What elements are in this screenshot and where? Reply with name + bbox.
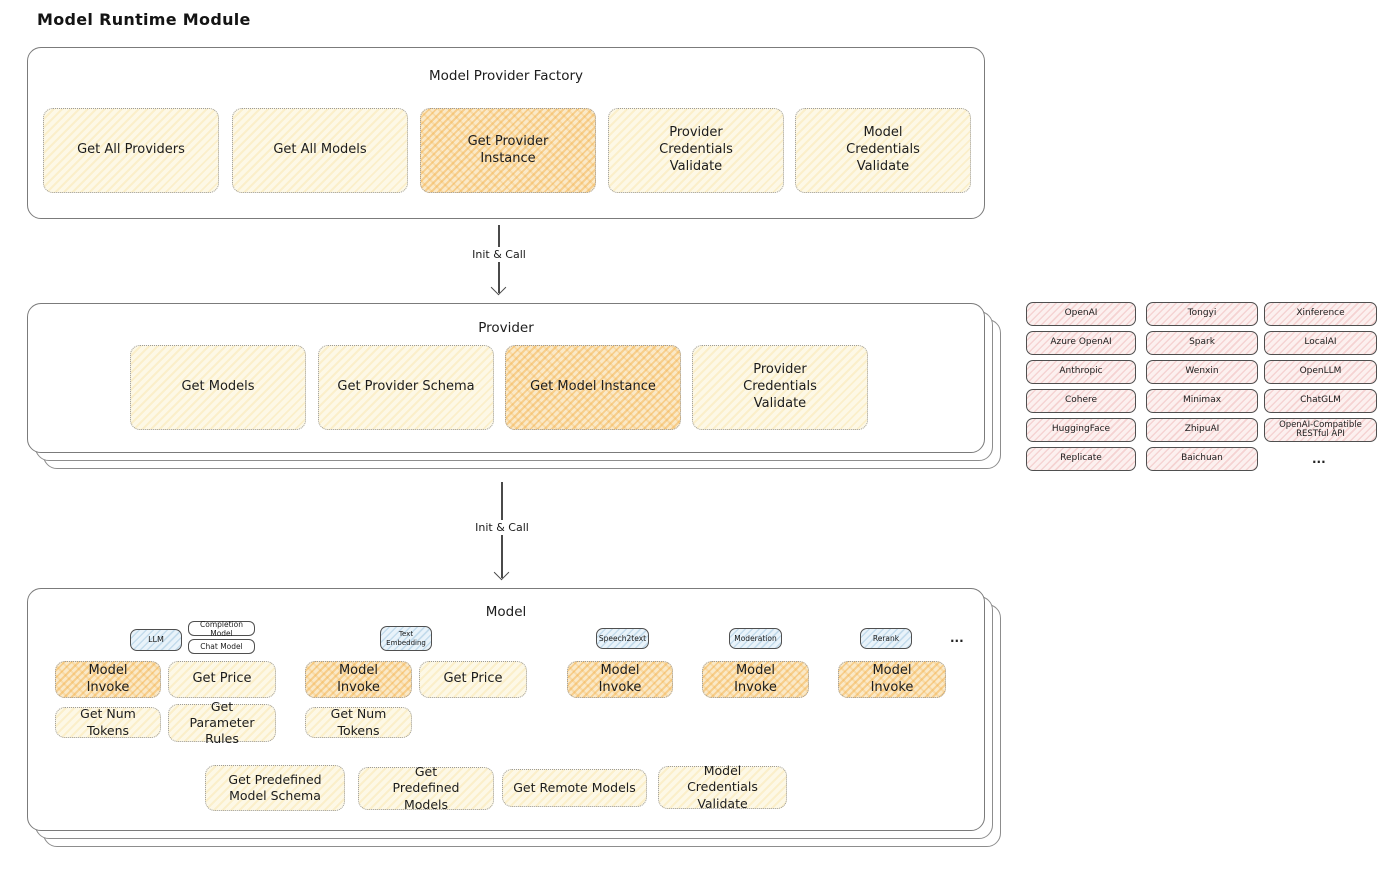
provider-chip: Baichuan [1146, 447, 1258, 471]
provider-chip: OpenAI [1026, 302, 1136, 326]
model-type-tab-completion-model: Completion Model [188, 620, 255, 638]
model-fn-get-predefined-model-schema: Get Predefined Model Schema [205, 765, 345, 811]
provider-method-get-model-instance: Get Model Instance [505, 345, 681, 430]
provider-method-provider-credentials-validate: Provider Credentials Validate [692, 345, 868, 430]
model-fn-get-num-tokens: Get Num Tokens [55, 706, 161, 738]
arrow-head-icon [490, 279, 507, 296]
model-type-tab-speech2text: Speech2text [596, 628, 649, 649]
page-title: Model Runtime Module [37, 10, 251, 29]
model-type-tab-moderation: Moderation [729, 628, 782, 649]
init-call-arrow-1: Init & Call [467, 225, 531, 296]
provider-chip: Replicate [1026, 447, 1136, 471]
provider-method-get-models: Get Models [130, 345, 306, 430]
provider-chip: Cohere [1026, 389, 1136, 413]
model-fn-get-num-tokens: Get Num Tokens [305, 706, 412, 738]
provider-title: Provider [478, 320, 534, 336]
model-type-tab-text-embedding: Text Embedding [380, 626, 432, 651]
factory-method-provider-credentials-validate: Provider Credentials Validate [608, 108, 784, 193]
arrow-label: Init & Call [470, 520, 534, 535]
model-fn-model-invoke: Model Invoke [55, 661, 161, 698]
model-title: Model [485, 604, 527, 620]
providers-more-ellipsis: ... [1312, 452, 1326, 466]
provider-chip: Spark [1146, 331, 1258, 355]
model-type-tab-chat-model: Chat Model [188, 639, 255, 654]
model-fn-get-price: Get Price [419, 661, 527, 698]
model-fn-get-predefined-models: Get Predefined Models [358, 764, 494, 812]
model-fn-model-invoke: Model Invoke [702, 661, 809, 698]
provider-chip: ChatGLM [1264, 389, 1377, 413]
model-type-tab-llm: LLM [130, 629, 182, 651]
arrow-label: Init & Call [467, 247, 531, 262]
factory-method-model-credentials-validate: Model Credentials Validate [795, 108, 971, 193]
provider-chip: OpenLLM [1264, 360, 1377, 384]
provider-chip: ZhipuAI [1146, 418, 1258, 442]
model-type-tab-rerank: Rerank [860, 628, 912, 649]
model-fn-model-invoke: Model Invoke [567, 661, 673, 698]
provider-chip: Wenxin [1146, 360, 1258, 384]
provider-chip: Anthropic [1026, 360, 1136, 384]
provider-chip: Azure OpenAI [1026, 331, 1136, 355]
provider-chip: HuggingFace [1026, 418, 1136, 442]
factory-title: Model Provider Factory [428, 68, 583, 84]
model-fn-model-credentials-validate: Model Credentials Validate [658, 763, 787, 811]
model-fn-get-parameter-rules: Get Parameter Rules [168, 699, 276, 746]
factory-method-get-provider-instance: Get Provider Instance [420, 108, 596, 193]
provider-chip: Xinference [1264, 302, 1377, 326]
factory-method-get-all-models: Get All Models [232, 108, 408, 193]
provider-chip: Minimax [1146, 389, 1258, 413]
init-call-arrow-2: Init & Call [470, 482, 534, 581]
model-fn-model-invoke: Model Invoke [305, 661, 412, 698]
provider-chip: OpenAI-Compatible RESTful API [1264, 418, 1377, 442]
factory-method-get-all-providers: Get All Providers [43, 108, 219, 193]
provider-chip: Tongyi [1146, 302, 1258, 326]
model-fn-get-remote-models: Get Remote Models [502, 769, 647, 807]
provider-method-get-provider-schema: Get Provider Schema [318, 345, 494, 430]
model-fn-model-invoke: Model Invoke [838, 661, 946, 698]
provider-chip: LocalAI [1264, 331, 1377, 355]
model-types-more-ellipsis: ... [950, 631, 964, 645]
model-fn-get-price: Get Price [168, 661, 276, 698]
arrow-head-icon [493, 564, 510, 581]
